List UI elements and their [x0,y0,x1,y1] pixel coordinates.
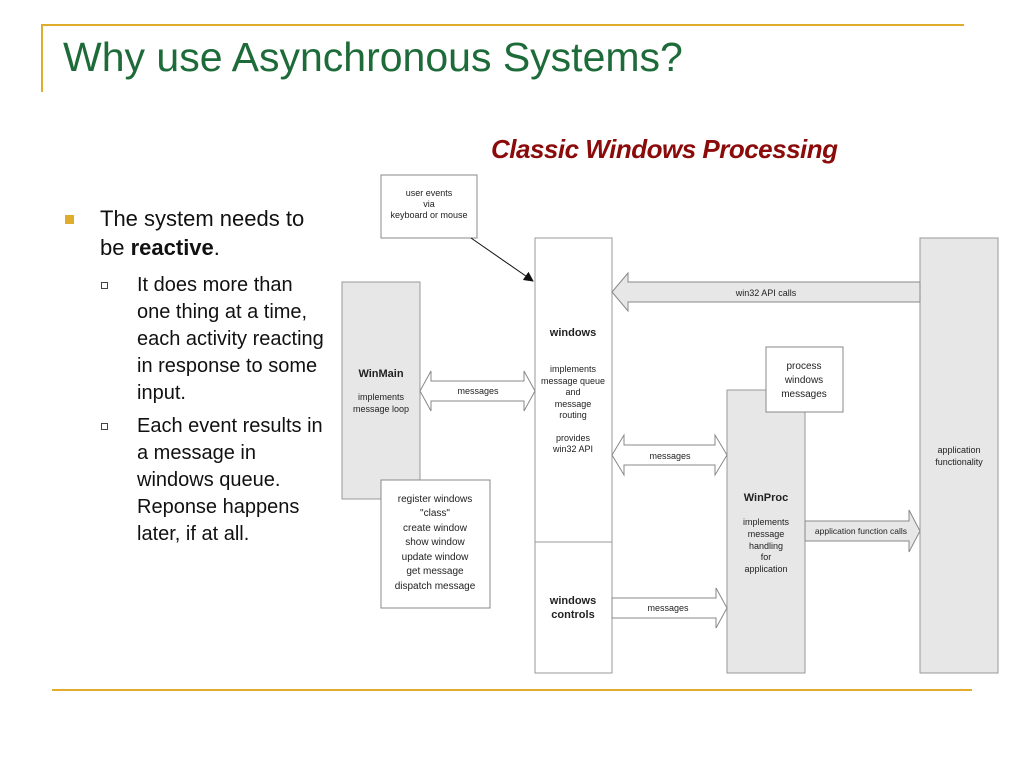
winproc-title: WinProc [744,492,789,504]
bullet-text: The system needs to be [100,206,305,260]
svg-text:and: and [565,387,580,397]
messages-label-controls: messages [647,603,689,613]
application-functionality-label: application functionality [935,445,983,467]
windows-controls-label: windows controls [549,595,596,621]
svg-text:windows: windows [784,375,823,386]
bottom-accent-line [52,689,972,691]
win32-api-calls-label: win32 API calls [735,288,797,298]
winmain-description: implements message loop [353,392,409,414]
svg-text:implements: implements [550,364,597,374]
svg-text:dispatch message: dispatch message [395,581,476,592]
register-list-box [380,479,491,609]
svg-text:message: message [555,399,592,409]
bullet-emphasis: reactive [130,235,214,260]
slide-title: Why use Asynchronous Systems? [63,34,683,80]
sub-bullet-item: It does more than one thing at a time, e… [60,272,330,407]
svg-text:"class": "class" [420,508,450,519]
bullet-item: The system needs to be reactive. [60,204,330,262]
top-accent-line [41,24,964,26]
svg-text:message loop: message loop [353,404,409,414]
register-list: register windows "class" create window s… [395,494,476,592]
process-messages-box [765,346,844,413]
winmain-title: WinMain [358,368,403,380]
application-function-calls-label: application function calls [815,526,907,536]
svg-text:get message: get message [406,566,464,577]
diagram-title: Classic Windows Processing [491,134,838,164]
hollow-square-bullet-icon [101,423,108,430]
bullet-list: The system needs to be reactive. It does… [60,204,330,548]
svg-text:update window: update window [402,552,469,563]
messages-arrow-winmain [419,370,536,412]
application-function-calls-arrow [804,509,921,553]
svg-text:application: application [744,564,787,574]
windows-title: windows [549,327,596,339]
process-messages-label: process windows messages [781,361,827,400]
sub-bullet-text: Each event results in a message in windo… [137,415,323,545]
windows-provides: provides win32 API [552,433,593,454]
windows-box [534,237,613,674]
messages-label-winproc: messages [649,451,691,461]
svg-text:controls: controls [551,609,594,621]
user-events-box [380,174,478,239]
svg-text:handling: handling [749,541,783,551]
square-bullet-icon [65,215,74,224]
svg-text:windows: windows [549,595,596,607]
svg-text:create window: create window [403,523,468,534]
user-events-label: user events via keyboard or mouse [390,188,467,220]
svg-text:routing: routing [559,410,587,420]
svg-text:user events: user events [406,188,453,198]
svg-text:provides: provides [556,433,591,443]
svg-text:process: process [786,361,821,372]
svg-text:keyboard or mouse: keyboard or mouse [390,210,467,220]
sub-bullet-item: Each event results in a message in windo… [60,413,330,548]
svg-text:message queue: message queue [541,376,605,386]
title-accent-bar [41,26,43,92]
messages-arrow-controls [611,587,728,629]
hollow-square-bullet-icon [101,282,108,289]
svg-text:messages: messages [781,389,827,400]
svg-text:implements: implements [358,392,405,402]
winproc-box [726,389,806,674]
svg-text:for: for [761,552,772,562]
svg-text:win32 API: win32 API [552,444,593,454]
svg-text:functionality: functionality [935,457,983,467]
svg-text:message: message [748,529,785,539]
application-functionality-box [919,237,999,674]
messages-label-winmain: messages [457,386,499,396]
svg-text:register windows: register windows [398,494,472,505]
windows-description: implements message queue and message rou… [541,364,605,420]
svg-text:implements: implements [743,517,790,527]
sub-bullet-text: It does more than one thing at a time, e… [137,274,324,404]
bullet-text-end: . [213,235,220,260]
winmain-box [341,281,421,500]
user-events-arrow [470,237,534,282]
messages-arrow-winproc [611,433,728,477]
winproc-description: implements message handling for applicat… [743,517,790,574]
win32-api-calls-arrow [611,271,921,313]
svg-text:show window: show window [405,537,465,548]
svg-text:via: via [423,199,435,209]
svg-text:application: application [937,445,980,455]
